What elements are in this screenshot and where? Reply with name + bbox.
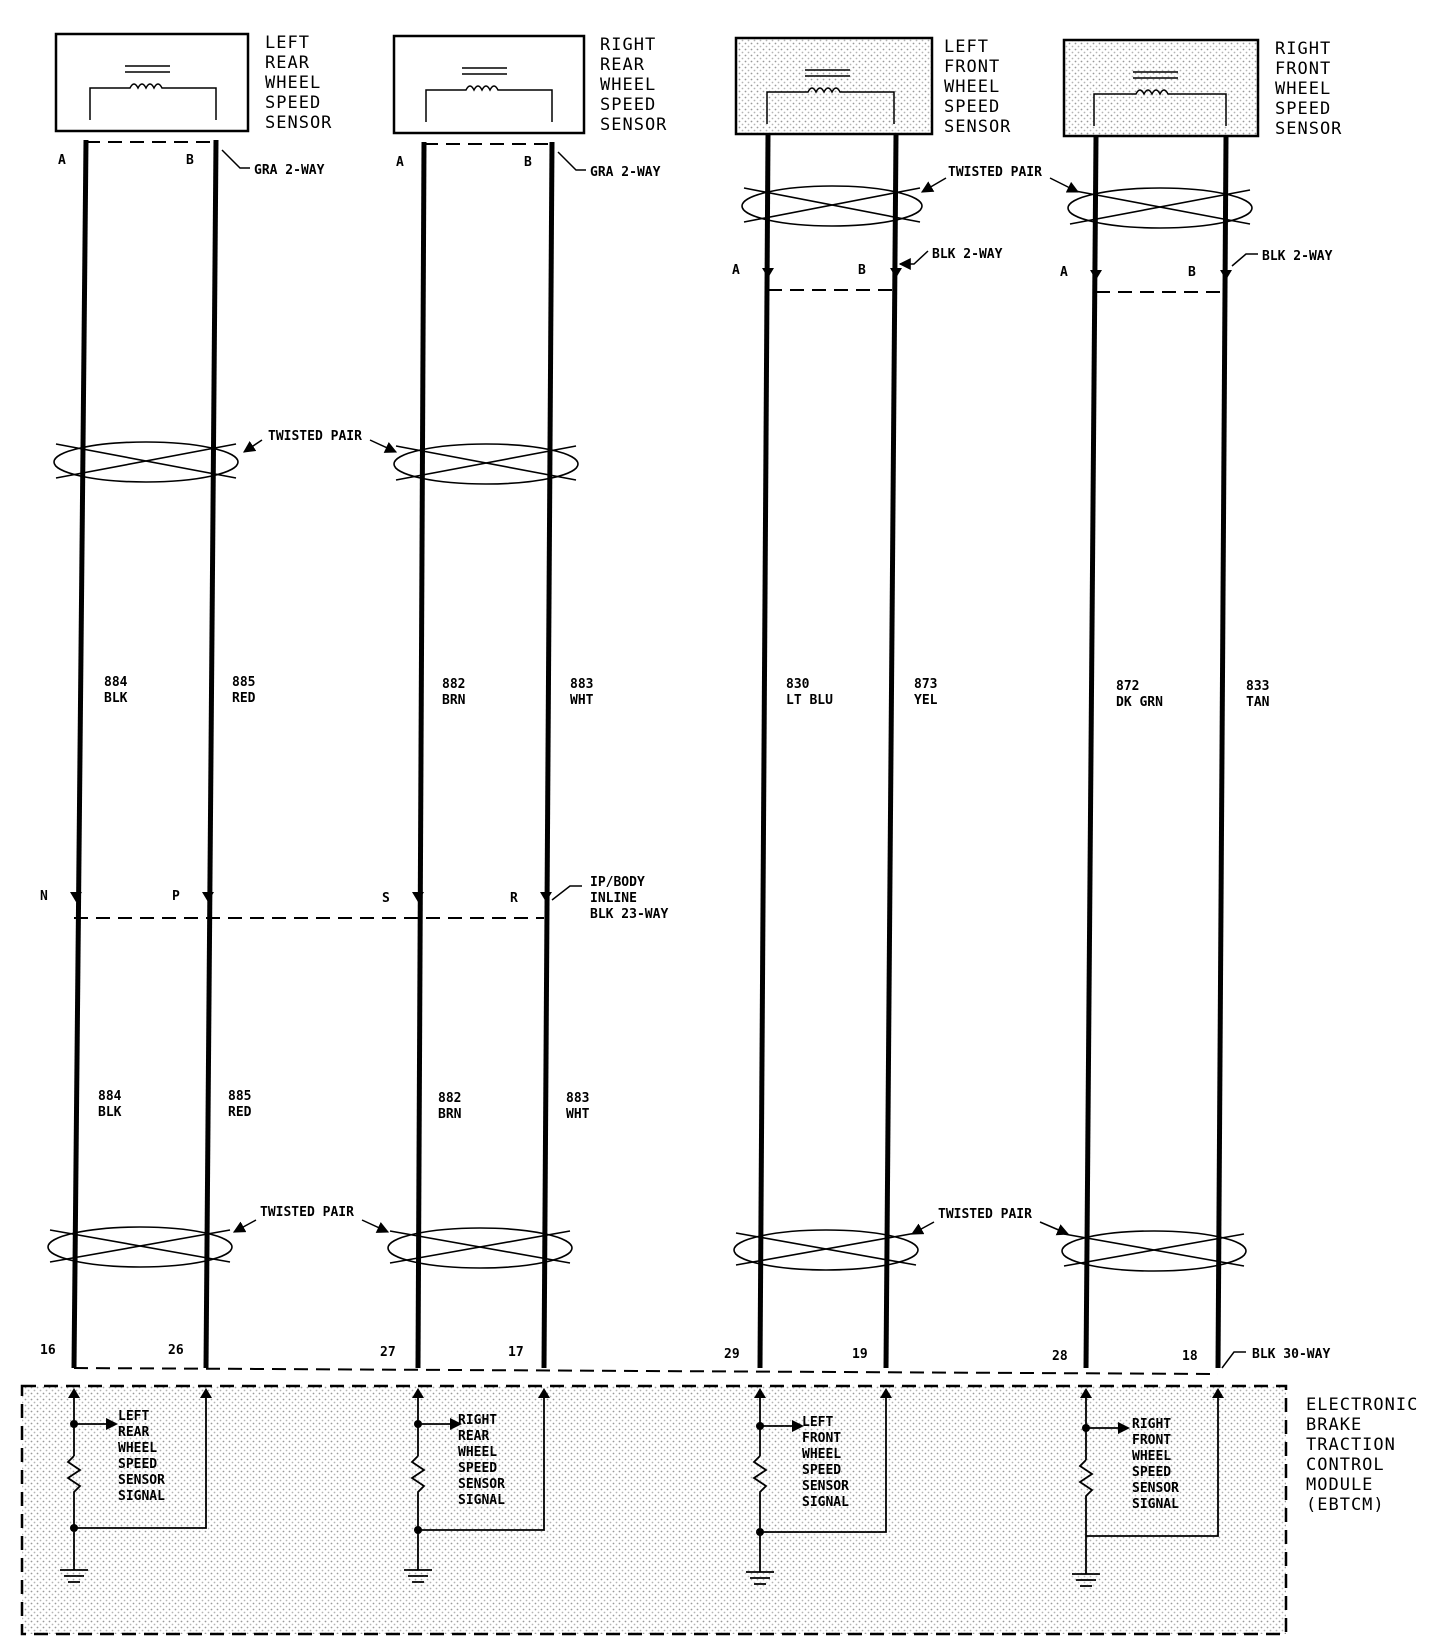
pin-label: A — [396, 155, 404, 170]
sensor-title-right-front: RIGHT FRONT WHEEL SPEED SENSOR — [1275, 39, 1342, 139]
sensor-right-front — [1062, 38, 1260, 138]
pin-label: B — [186, 153, 194, 168]
pin-label: B — [858, 263, 866, 278]
connector-label: GRA 2-WAY — [590, 165, 661, 180]
module-signal-left-rear: LEFT REAR WHEEL SPEED SENSOR SIGNAL — [118, 1409, 173, 1504]
module-pin: 19 — [852, 1347, 868, 1362]
pin-label: A — [732, 263, 740, 278]
pin-label: B — [1188, 265, 1196, 280]
wire-883 — [541, 141, 555, 1369]
module-circuits — [60, 1390, 1219, 1587]
wire-833 — [1215, 136, 1229, 1369]
module-signal-left-front: LEFT FRONT WHEEL SPEED SENSOR SIGNAL — [802, 1415, 857, 1510]
inline-pin: N — [40, 889, 48, 904]
ebtcm-module — [20, 1384, 1288, 1636]
wire-884 — [71, 139, 89, 1369]
wire-885 — [203, 139, 219, 1369]
sensor-title-left-front: LEFT FRONT WHEEL SPEED SENSOR — [944, 37, 1011, 137]
module-pin: 18 — [1182, 1349, 1198, 1364]
module-pin: 16 — [40, 1343, 56, 1358]
twisted-pairs — [47, 185, 1253, 1272]
connector-label: BLK 2-WAY — [932, 247, 1003, 262]
wire-830 — [757, 134, 771, 1369]
module-pin: 29 — [724, 1347, 740, 1362]
connector-label: BLK 2-WAY — [1262, 249, 1333, 264]
twisted-pair-label: TWISTED PAIR — [938, 1207, 1032, 1222]
module-connector-label: BLK 30-WAY — [1252, 1347, 1330, 1362]
sensor-title-left-rear: LEFT REAR WHEEL SPEED SENSOR — [265, 33, 332, 133]
module-pin: 17 — [508, 1345, 524, 1360]
twisted-pair-label: TWISTED PAIR — [268, 429, 362, 444]
pin-label: B — [524, 155, 532, 170]
pin-label: A — [58, 153, 66, 168]
sensor-title-right-rear: RIGHT REAR WHEEL SPEED SENSOR — [600, 35, 667, 135]
pin-arrows — [70, 268, 1232, 902]
pin-label: A — [1060, 265, 1068, 280]
module-pin: 28 — [1052, 1349, 1068, 1364]
module-pin: 26 — [168, 1343, 184, 1358]
twisted-pair-label: TWISTED PAIR — [948, 165, 1042, 180]
module-signal-right-front: RIGHT FRONT WHEEL SPEED SENSOR SIGNAL — [1132, 1417, 1187, 1512]
module-pin: 27 — [380, 1345, 396, 1360]
wires — [71, 134, 1229, 1369]
module-signal-right-rear: RIGHT REAR WHEEL SPEED SENSOR SIGNAL — [458, 1413, 513, 1508]
inline-pin: S — [382, 891, 390, 906]
inline-pin: P — [172, 889, 180, 904]
wire-873 — [883, 134, 899, 1369]
inline-connector-label: IP/BODY INLINE BLK 23-WAY — [590, 875, 668, 922]
inline-pin: R — [510, 891, 518, 906]
sensor-left-front — [734, 36, 934, 136]
module-title: ELECTRONIC BRAKE TRACTION CONTROL MODULE… — [1306, 1395, 1430, 1515]
sensor-left-rear — [54, 32, 250, 133]
sensor-right-rear — [392, 34, 586, 135]
wire-882 — [415, 141, 427, 1369]
connector-label: GRA 2-WAY — [254, 163, 325, 178]
wire-872 — [1083, 136, 1099, 1369]
twisted-pair-label: TWISTED PAIR — [260, 1205, 354, 1220]
module-connector-line — [73, 1367, 1219, 1375]
